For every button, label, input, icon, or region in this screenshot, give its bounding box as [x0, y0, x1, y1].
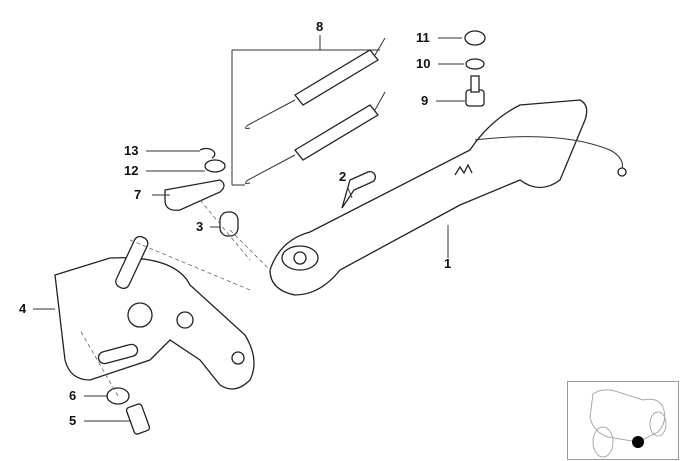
callout-13: 13	[124, 143, 139, 158]
callout-6: 6	[69, 388, 77, 403]
springs	[244, 37, 386, 185]
small-parts	[106, 30, 486, 435]
callout-3: 3	[196, 219, 204, 234]
callout-7: 7	[134, 187, 142, 202]
side-stand-leg	[269, 99, 627, 296]
callout-1: 1	[444, 256, 452, 271]
callout-11: 11	[416, 30, 430, 45]
callout-12: 12	[124, 163, 139, 178]
motorcycle-location-thumbnail	[567, 381, 679, 460]
callout-8: 8	[316, 19, 324, 34]
leader-lines	[33, 35, 465, 422]
callout-2: 2	[339, 169, 347, 184]
callout-10: 10	[416, 56, 431, 71]
callout-9: 9	[421, 93, 429, 108]
callout-4: 4	[19, 301, 27, 316]
motorcycle-icon	[589, 389, 667, 458]
mounting-bracket	[54, 235, 255, 390]
location-marker	[632, 436, 644, 448]
callout-5: 5	[69, 413, 77, 428]
